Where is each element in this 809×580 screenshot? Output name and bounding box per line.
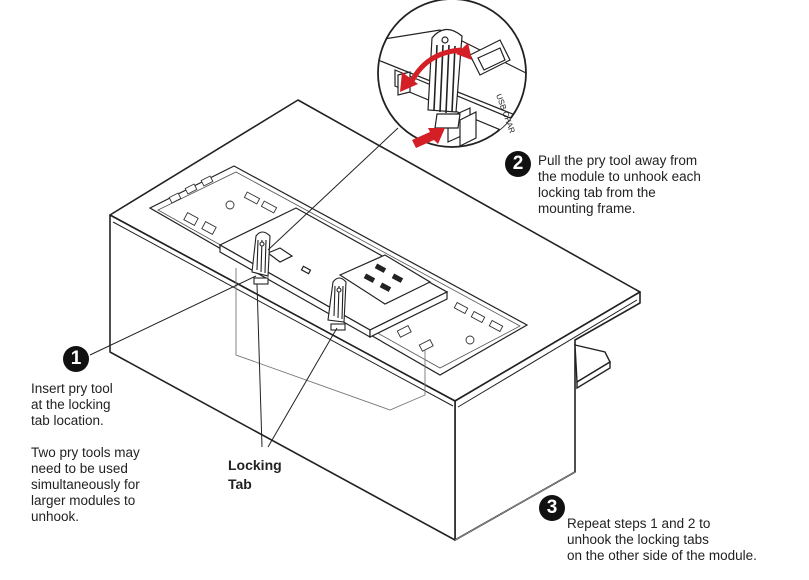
mounting-bracket xyxy=(574,344,611,390)
locking-tab-label: Locking Tab xyxy=(228,457,282,492)
step-2-text: Pull the pry tool away from the module t… xyxy=(538,153,701,216)
pry-tool-right xyxy=(327,277,347,331)
step-3-text: Repeat steps 1 and 2 to unhook the locki… xyxy=(567,516,757,563)
step-2-badge: 2 xyxy=(505,151,531,177)
step-1-text: Insert pry tool at the locking tab locat… xyxy=(31,381,113,428)
zoom-detail: USB CHAR xyxy=(377,0,527,148)
pry-tool-left xyxy=(251,231,271,285)
step-1-note: Two pry tools may need to be used simult… xyxy=(31,445,140,524)
step-1-badge: 1 xyxy=(63,346,89,372)
pull-arrow xyxy=(407,47,463,87)
step-3-badge: 3 xyxy=(539,495,565,521)
push-arrow xyxy=(412,128,445,148)
